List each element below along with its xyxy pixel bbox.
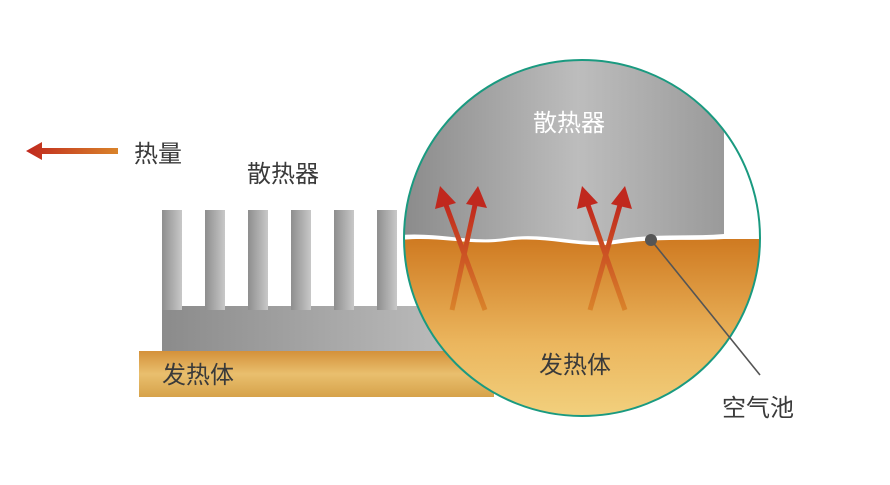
heat-arrows-left (435, 186, 488, 311)
heat-legend-arrow-icon (26, 142, 118, 160)
air-pocket-dot (645, 234, 657, 246)
heat-source-label: 发热体 (162, 361, 234, 389)
arrowhead-icon (577, 186, 598, 209)
zoom-heatsink (404, 60, 724, 255)
heatsink-label: 散热器 (247, 160, 319, 188)
zoom-detail: 散热器 发热体 (403, 59, 761, 417)
heat-legend-label: 热量 (134, 140, 182, 168)
heat-arrows-right (577, 186, 632, 311)
heat-source: 发热体 (139, 351, 494, 397)
arrowhead-icon (435, 186, 456, 209)
air-pocket-label: 空气池 (722, 394, 794, 422)
zoom-heat-source-label: 发热体 (539, 351, 611, 379)
arrowhead-icon (611, 186, 632, 209)
heat-legend: 热量 (26, 140, 182, 168)
arrowhead-icon (466, 186, 487, 208)
air-pocket-callout: 空气池 (645, 234, 794, 422)
left-view: 散热器 发热体 (139, 160, 494, 397)
zoom-circle-border (403, 59, 761, 417)
zoom-heatsink-label: 散热器 (533, 109, 605, 137)
